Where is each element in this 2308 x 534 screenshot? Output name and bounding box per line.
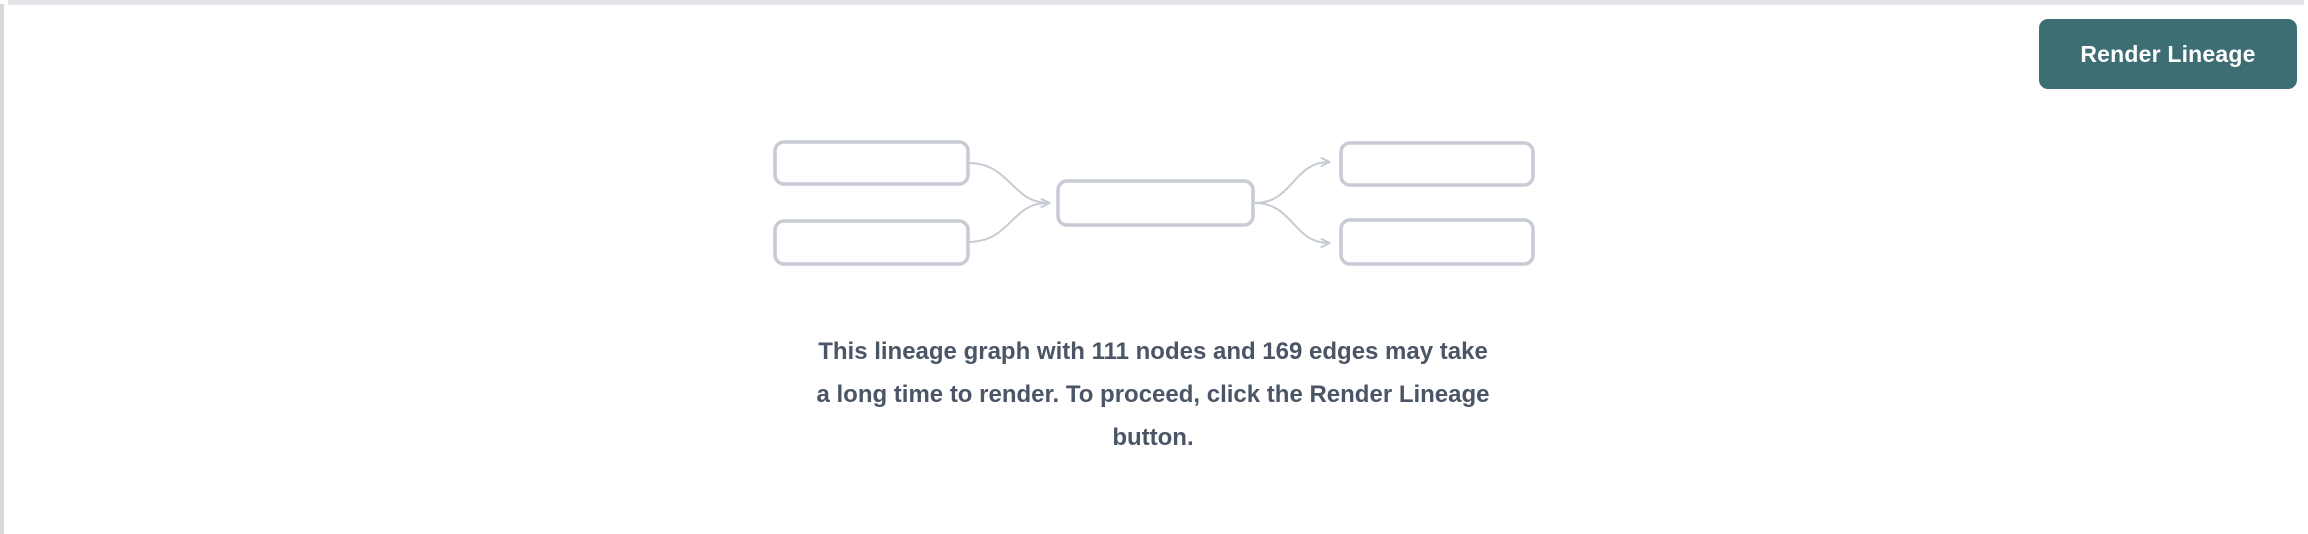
lineage-warning-line-1: This lineage graph with 111 nodes and 16… <box>818 338 1488 365</box>
render-lineage-button[interactable]: Render Lineage <box>2039 19 2297 89</box>
lineage-edge <box>967 162 1051 208</box>
lineage-node <box>1339 141 1535 187</box>
lineage-warning-message: This lineage graph with 111 nodes and 16… <box>753 330 1553 459</box>
left-panel-border <box>0 4 4 534</box>
lineage-preview-graphic <box>773 138 1535 268</box>
lineage-warning-line-2: a long time to render. To proceed, click… <box>816 381 1490 408</box>
top-divider <box>8 0 2304 5</box>
lineage-warning-line-3: button. <box>1112 424 1194 451</box>
lineage-edge <box>967 202 1048 243</box>
lineage-node <box>773 140 970 186</box>
lineage-node <box>773 219 970 266</box>
lineage-edge <box>1254 157 1331 204</box>
lineage-preview-svg <box>773 140 1535 266</box>
lineage-node <box>1339 218 1535 266</box>
lineage-node <box>1056 179 1255 227</box>
lineage-edge <box>1254 202 1331 248</box>
